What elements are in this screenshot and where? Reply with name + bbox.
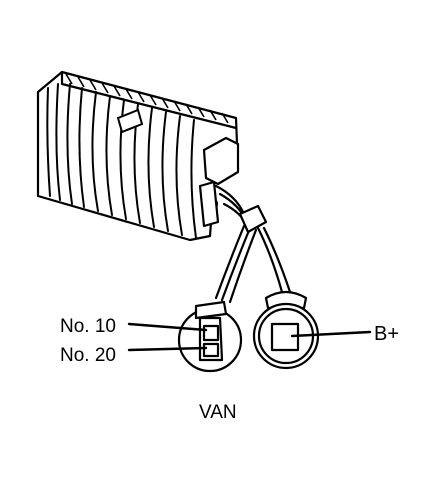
label-no20: No. 20 bbox=[60, 345, 116, 366]
regulator-side-terminal bbox=[198, 136, 240, 228]
leader-lines bbox=[127, 322, 372, 352]
cooling-fins bbox=[46, 83, 197, 239]
leader-no10 bbox=[127, 322, 208, 332]
caption-van: VAN bbox=[199, 402, 237, 423]
leader-bplus bbox=[290, 330, 372, 338]
regulator-connector-left bbox=[177, 300, 243, 373]
wire-harness bbox=[214, 184, 292, 304]
mounting-boss bbox=[116, 108, 144, 134]
label-bplus: B+ bbox=[374, 323, 399, 345]
label-no10: No. 10 bbox=[60, 316, 116, 337]
leader-no20 bbox=[127, 346, 208, 352]
fin-top-ridges bbox=[65, 73, 229, 124]
battery-connector-right bbox=[252, 290, 320, 370]
harness-clamp bbox=[238, 204, 268, 234]
